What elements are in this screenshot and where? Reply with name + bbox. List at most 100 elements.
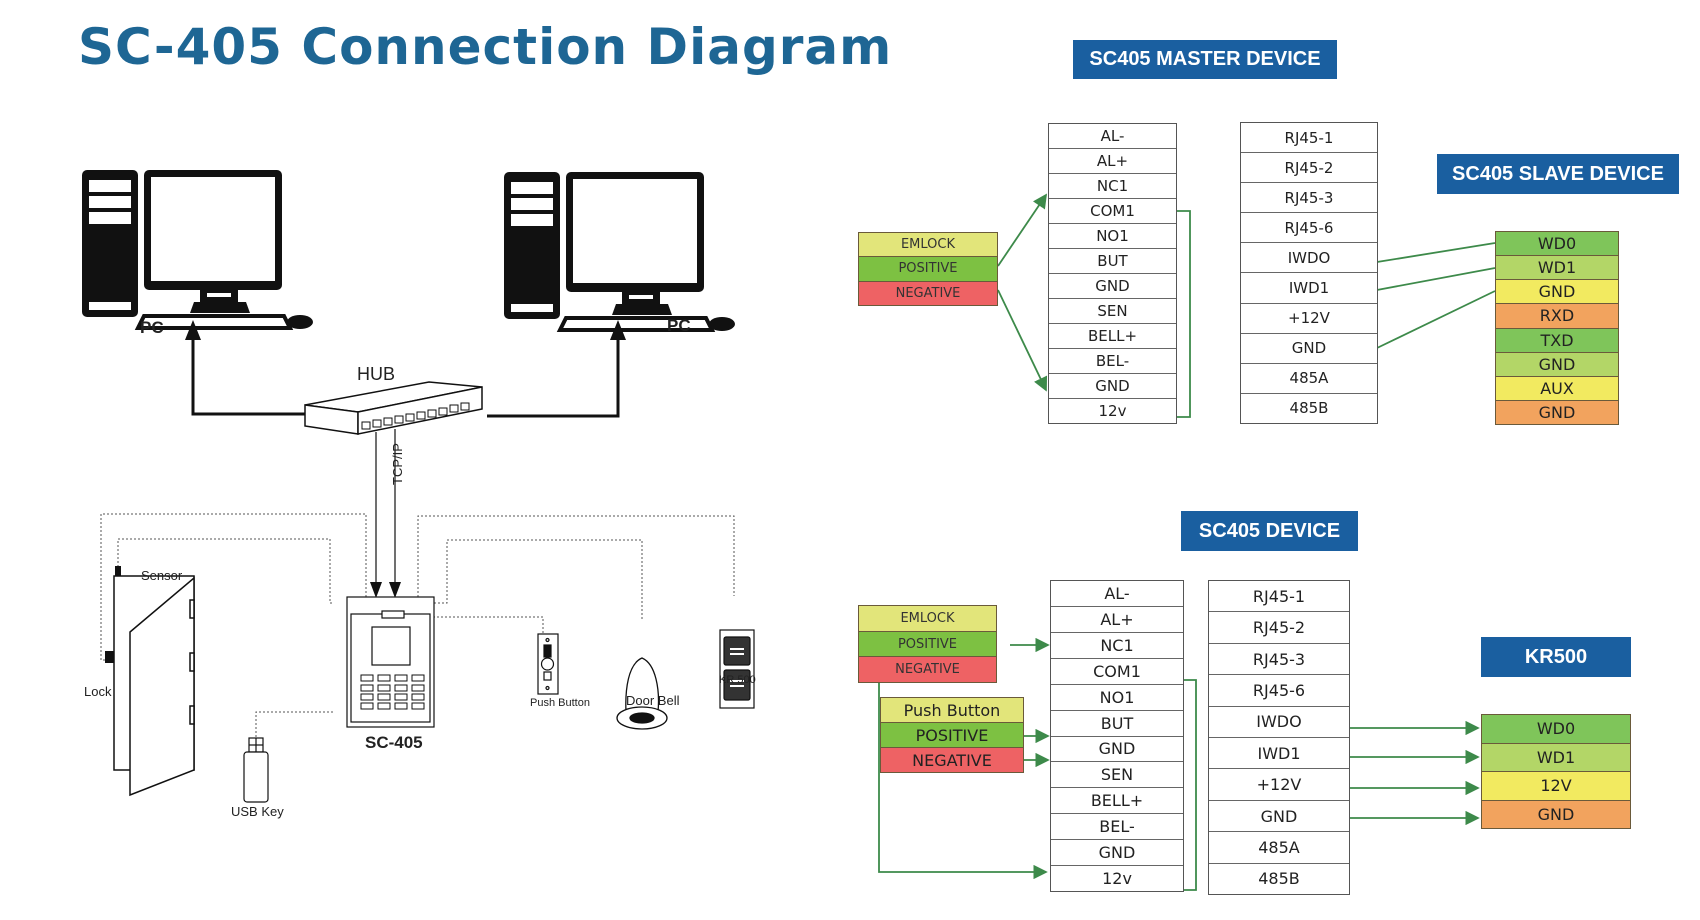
hub-label: HUB <box>357 364 396 384</box>
usb-key-icon <box>243 737 269 803</box>
terminal: BEL- <box>1049 349 1176 374</box>
terminal: RJ45-6 <box>1209 675 1349 707</box>
terminal: COM1 <box>1049 199 1176 224</box>
slave-device-header: SC405 SLAVE DEVICE <box>1437 154 1679 194</box>
kr500-label: KR 500 <box>719 674 756 686</box>
terminal: GND <box>1049 374 1176 399</box>
emlock-cell: EMLOCK <box>859 233 997 258</box>
pc-right-icon <box>504 172 735 332</box>
terminal: WD0 <box>1496 232 1618 257</box>
terminal: IWD1 <box>1241 273 1377 304</box>
terminal: RJ45-1 <box>1241 123 1377 154</box>
door-bell-icon <box>616 657 668 730</box>
terminal: 485A <box>1209 832 1349 864</box>
pc-left-icon <box>82 170 313 330</box>
terminal: RJ45-6 <box>1241 213 1377 244</box>
positive-cell: POSITIVE <box>859 631 996 658</box>
push-button-label: Push Button <box>530 697 590 709</box>
wire-iwdo-wd0 <box>1376 242 1496 263</box>
terminal: GND <box>1496 280 1618 305</box>
terminal: NC1 <box>1049 174 1176 199</box>
master-device-header: SC405 MASTER DEVICE <box>1073 40 1337 79</box>
device-emlock-box: EMLOCK POSITIVE NEGATIVE <box>858 605 997 683</box>
wire-iwd1-wd1 <box>1376 267 1496 291</box>
terminal: 12v <box>1102 869 1132 889</box>
terminal: SEN <box>1049 299 1176 324</box>
wire-gnd-gnd <box>1376 290 1496 349</box>
terminal: GND <box>1049 274 1176 299</box>
terminal: TXD <box>1496 328 1618 353</box>
terminal: BUT <box>1051 711 1183 737</box>
terminal: AL- <box>1051 581 1183 607</box>
terminal: SEN <box>1051 762 1183 789</box>
terminal: RJ45-2 <box>1241 153 1377 184</box>
device-left-terminal-block: AL- AL+ NC1 COM1 NO1 BUT GND SEN BELL+ B… <box>1050 580 1184 892</box>
terminal: BELL+ <box>1051 788 1183 815</box>
terminal: RXD <box>1496 304 1618 329</box>
terminal: 485B <box>1258 869 1300 889</box>
terminal: 12V <box>1482 772 1630 801</box>
kr500-terminal-block: WD0 WD1 12V GND <box>1481 714 1631 829</box>
terminal: AL- <box>1049 124 1176 149</box>
terminal: RJ45-3 <box>1209 644 1349 676</box>
negative-cell: NEGATIVE <box>881 748 1023 772</box>
terminal: IWDO <box>1241 243 1377 274</box>
master-left-terminal-block: AL- AL+ NC1 COM1 NO1 BUT GND SEN BELL+ B… <box>1048 123 1177 424</box>
terminal: NC1 <box>1051 633 1183 659</box>
sensor-label: Sensor <box>141 568 183 583</box>
terminal: NO1 <box>1051 685 1183 711</box>
terminal: GND <box>1241 334 1377 364</box>
terminal: BUT <box>1049 249 1176 274</box>
terminal: BELL+ <box>1049 324 1176 349</box>
positive-cell: POSITIVE <box>859 257 997 282</box>
terminal: NO1 <box>1049 224 1176 249</box>
page-title: SC-405 Connection Diagram <box>78 18 893 76</box>
terminal: IWDO <box>1209 707 1349 739</box>
terminal: 485A <box>1241 364 1377 394</box>
lock-label: Lock <box>84 684 112 699</box>
device-label: SC-405 <box>365 733 423 752</box>
terminal: COM1 <box>1051 659 1183 685</box>
pc-left-label: PC <box>140 318 164 337</box>
terminal: WD1 <box>1496 256 1618 281</box>
pc-right-label: PC <box>667 316 691 335</box>
positive-cell: POSITIVE <box>881 723 1023 748</box>
terminal: GND <box>1496 352 1618 377</box>
lock-icon <box>105 651 114 663</box>
terminal: WD1 <box>1482 743 1630 772</box>
terminal: IWD1 <box>1209 738 1349 770</box>
kr500-header: KR500 <box>1481 637 1631 677</box>
terminal: RJ45-2 <box>1209 612 1349 644</box>
terminal: GND <box>1496 400 1618 424</box>
terminal: GND <box>1051 737 1183 763</box>
terminal: +12V <box>1209 769 1349 801</box>
terminal: RJ45-3 <box>1241 183 1377 214</box>
wire-master-com1-12v <box>1176 210 1191 418</box>
terminal: GND <box>1482 800 1630 828</box>
terminal: WD0 <box>1482 715 1630 744</box>
emlock-cell: EMLOCK <box>859 606 996 632</box>
terminal: RJ45-1 <box>1209 581 1349 613</box>
usb-key-label: USB Key <box>231 804 284 819</box>
kr500-reader-icon <box>719 629 755 709</box>
wire-device-negative-gnd <box>878 683 1048 880</box>
slave-terminal-block: WD0 WD1 GND RXD TXD GND AUX GND <box>1495 231 1619 425</box>
negative-cell: NEGATIVE <box>859 281 997 305</box>
terminal: +12V <box>1241 304 1377 334</box>
terminal: AUX <box>1496 376 1618 401</box>
master-emlock-box: EMLOCK POSITIVE NEGATIVE <box>858 232 998 306</box>
sensor-icon <box>115 566 121 576</box>
sc405-device-icon <box>346 596 435 728</box>
terminal: 485B <box>1289 399 1329 418</box>
device-push-button-box: Push Button POSITIVE NEGATIVE <box>880 697 1024 773</box>
push-button-icon <box>537 633 559 695</box>
terminal: GND <box>1209 801 1349 833</box>
door-bell-label: Door Bell <box>626 693 680 708</box>
wire-master-negative-gnd <box>997 289 1048 392</box>
push-button-cell: Push Button <box>881 698 1023 723</box>
hub-icon <box>304 381 483 435</box>
terminal: BEL- <box>1051 814 1183 841</box>
negative-cell: NEGATIVE <box>859 657 996 683</box>
